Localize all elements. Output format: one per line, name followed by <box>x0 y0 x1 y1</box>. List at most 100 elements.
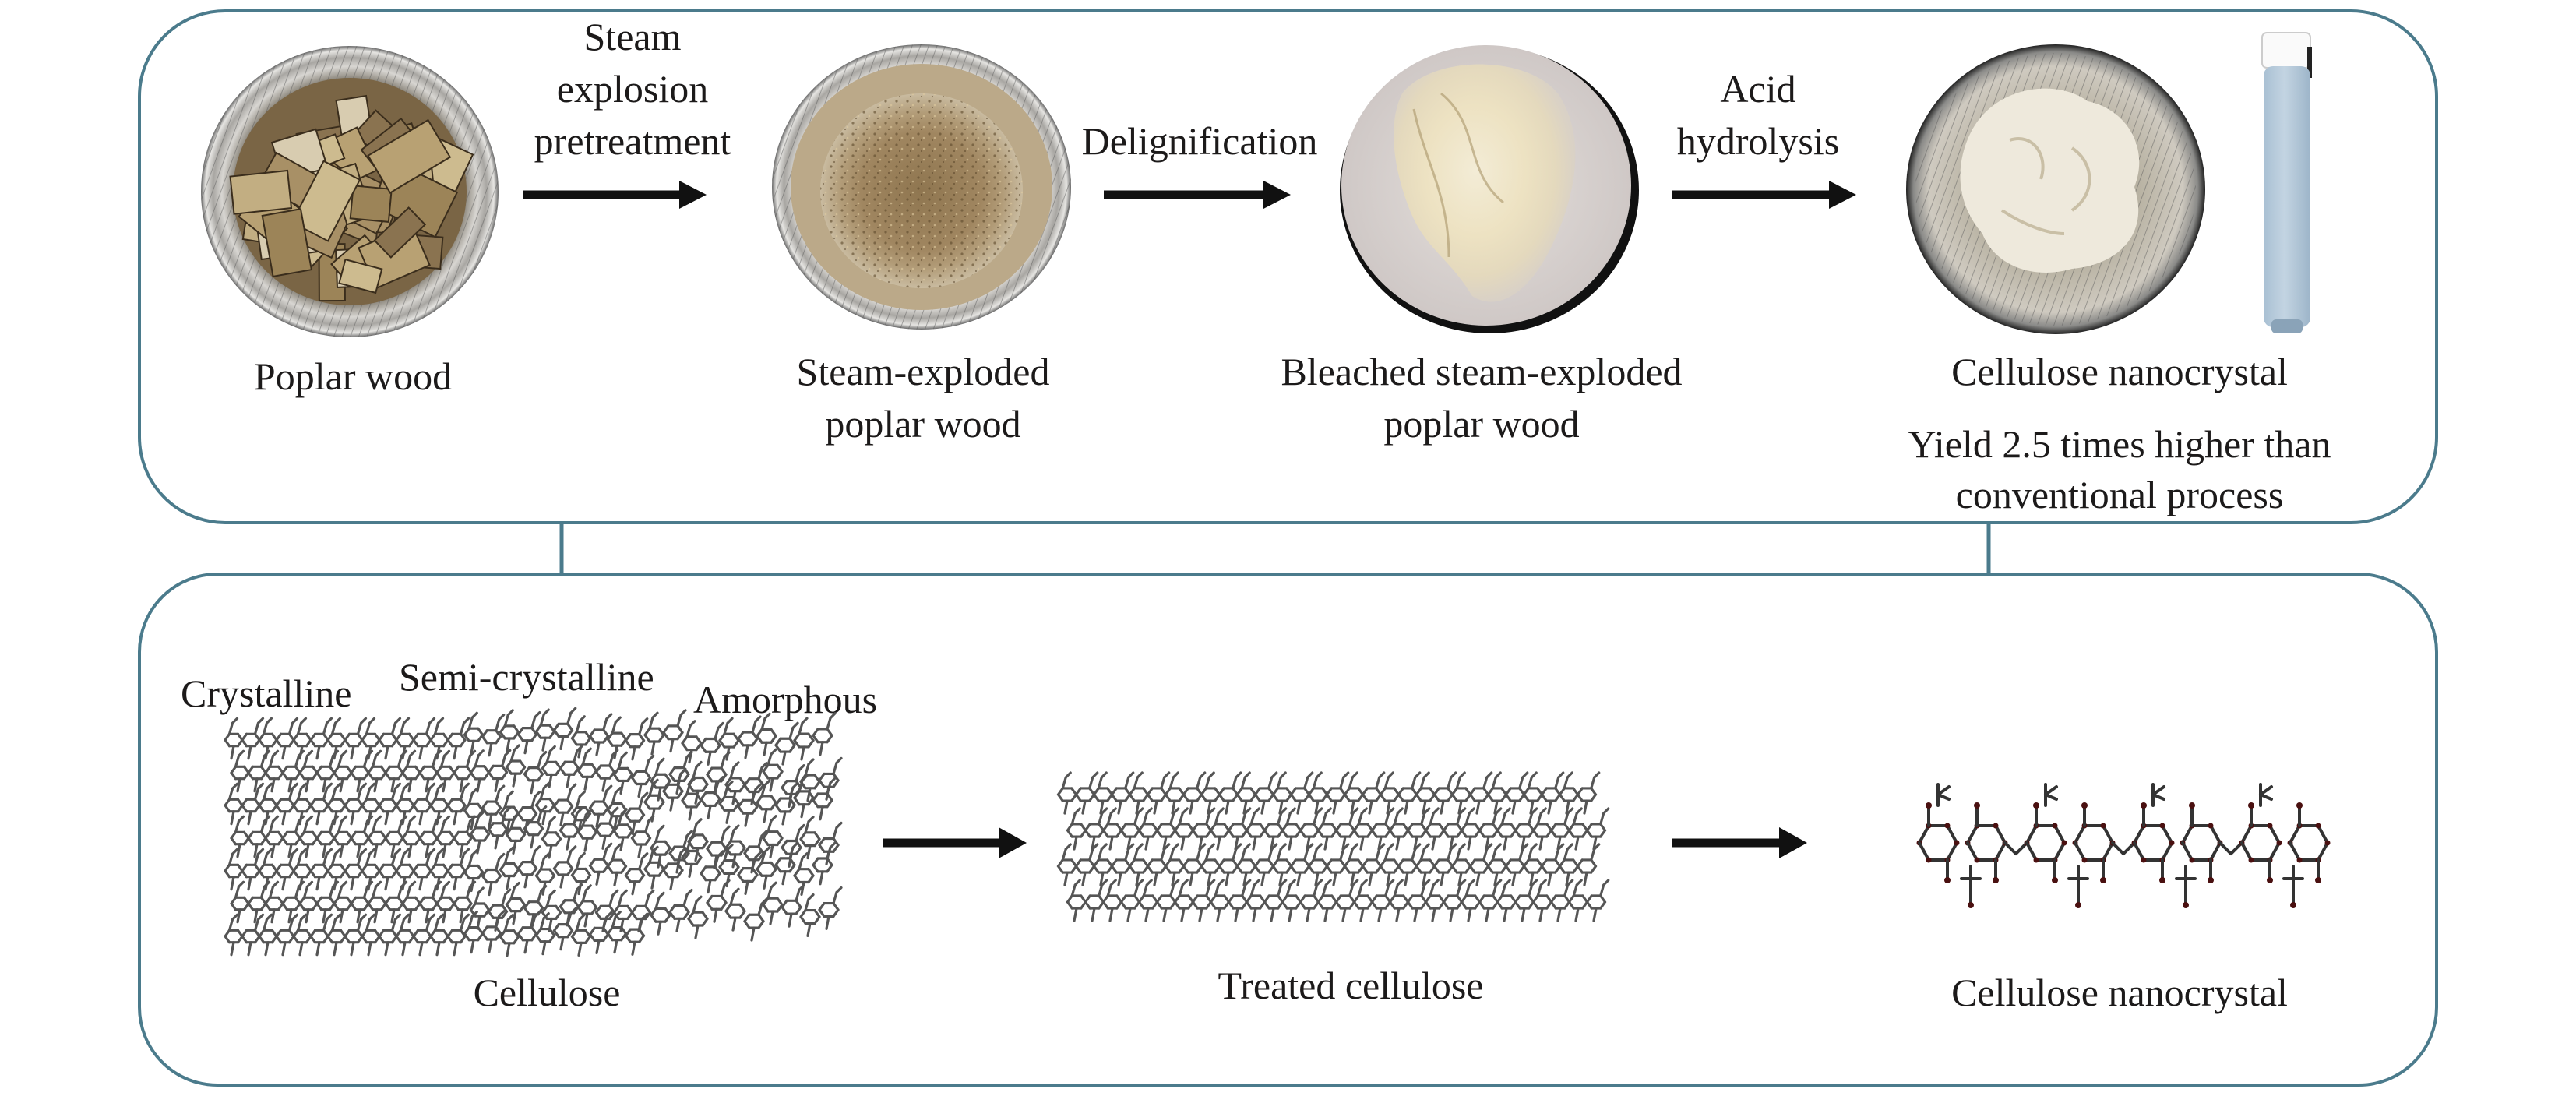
bond <box>583 837 589 852</box>
bond <box>738 840 746 850</box>
bond <box>1455 848 1461 862</box>
bond <box>1527 776 1533 790</box>
bond <box>503 851 509 865</box>
bond <box>788 744 796 753</box>
bond <box>241 738 248 748</box>
bond <box>1566 843 1573 851</box>
bond <box>433 852 440 866</box>
bond <box>626 766 634 776</box>
bond <box>1288 907 1293 922</box>
bond <box>1098 883 1104 897</box>
bond <box>1084 829 1091 838</box>
bond <box>762 830 770 840</box>
bond <box>631 745 636 761</box>
bond <box>258 935 266 944</box>
bond <box>676 714 682 728</box>
bond <box>611 791 617 805</box>
bond <box>1511 799 1517 815</box>
bond <box>499 724 506 734</box>
bond <box>305 908 310 924</box>
atom <box>2267 877 2273 883</box>
bond <box>2151 793 2165 801</box>
bond <box>330 787 337 801</box>
atom <box>1993 823 1999 829</box>
bond <box>614 843 622 851</box>
bond <box>333 902 340 911</box>
bond <box>1457 871 1463 886</box>
bond <box>1307 865 1315 874</box>
bond <box>614 910 622 918</box>
bond <box>258 738 266 748</box>
bond <box>309 935 317 944</box>
bond <box>566 722 574 731</box>
bond <box>262 787 269 801</box>
bond <box>384 876 389 891</box>
bond <box>1413 907 1418 922</box>
bond <box>781 906 788 915</box>
bond <box>429 738 437 748</box>
bond <box>812 792 819 802</box>
bond <box>1521 771 1529 779</box>
bond <box>638 807 646 816</box>
bond <box>495 735 502 745</box>
bond <box>1196 776 1202 790</box>
bond <box>1538 835 1544 851</box>
bond <box>1214 812 1220 826</box>
bond <box>315 771 323 781</box>
bond <box>1084 823 1091 832</box>
bond <box>1966 824 1979 844</box>
bond <box>263 880 271 888</box>
bond <box>1306 907 1311 922</box>
bond <box>534 797 542 807</box>
bond <box>559 873 565 889</box>
bond <box>590 763 598 772</box>
bond <box>333 837 340 846</box>
bond <box>756 861 763 871</box>
bond <box>606 932 614 942</box>
bond <box>1243 771 1251 779</box>
bond <box>1056 858 1064 868</box>
bond <box>1531 807 1538 815</box>
bond <box>469 771 477 781</box>
bond <box>1146 858 1154 868</box>
bond <box>1450 787 1458 796</box>
bond <box>799 831 807 841</box>
bond <box>481 735 488 745</box>
bond <box>459 852 466 866</box>
bond <box>326 869 334 879</box>
bond <box>359 848 368 855</box>
bond <box>1415 787 1422 796</box>
bond <box>1590 776 1596 790</box>
bond <box>650 907 657 917</box>
bond <box>265 782 273 790</box>
bond <box>648 850 654 864</box>
bond <box>594 911 602 920</box>
bond <box>584 737 592 746</box>
bond <box>1475 799 1481 815</box>
bond <box>505 766 513 775</box>
bond <box>337 754 344 768</box>
bond <box>1415 858 1422 868</box>
bond <box>1404 799 1409 815</box>
bond <box>664 840 671 850</box>
bond <box>1092 787 1100 796</box>
bond <box>1133 776 1139 790</box>
bond <box>602 915 608 929</box>
bond <box>682 904 690 914</box>
bond <box>552 722 560 731</box>
bond <box>689 720 696 728</box>
bond <box>578 791 586 798</box>
bond <box>1191 894 1199 904</box>
bond <box>1314 871 1320 886</box>
bond <box>682 893 689 907</box>
bond <box>776 904 784 913</box>
bond <box>832 901 840 911</box>
bond <box>806 922 812 937</box>
bond <box>361 935 368 944</box>
atom <box>2324 840 2331 846</box>
bond <box>1281 829 1288 838</box>
bond <box>270 777 276 793</box>
bond <box>638 928 646 937</box>
bond <box>1567 900 1575 910</box>
bond <box>487 904 495 913</box>
